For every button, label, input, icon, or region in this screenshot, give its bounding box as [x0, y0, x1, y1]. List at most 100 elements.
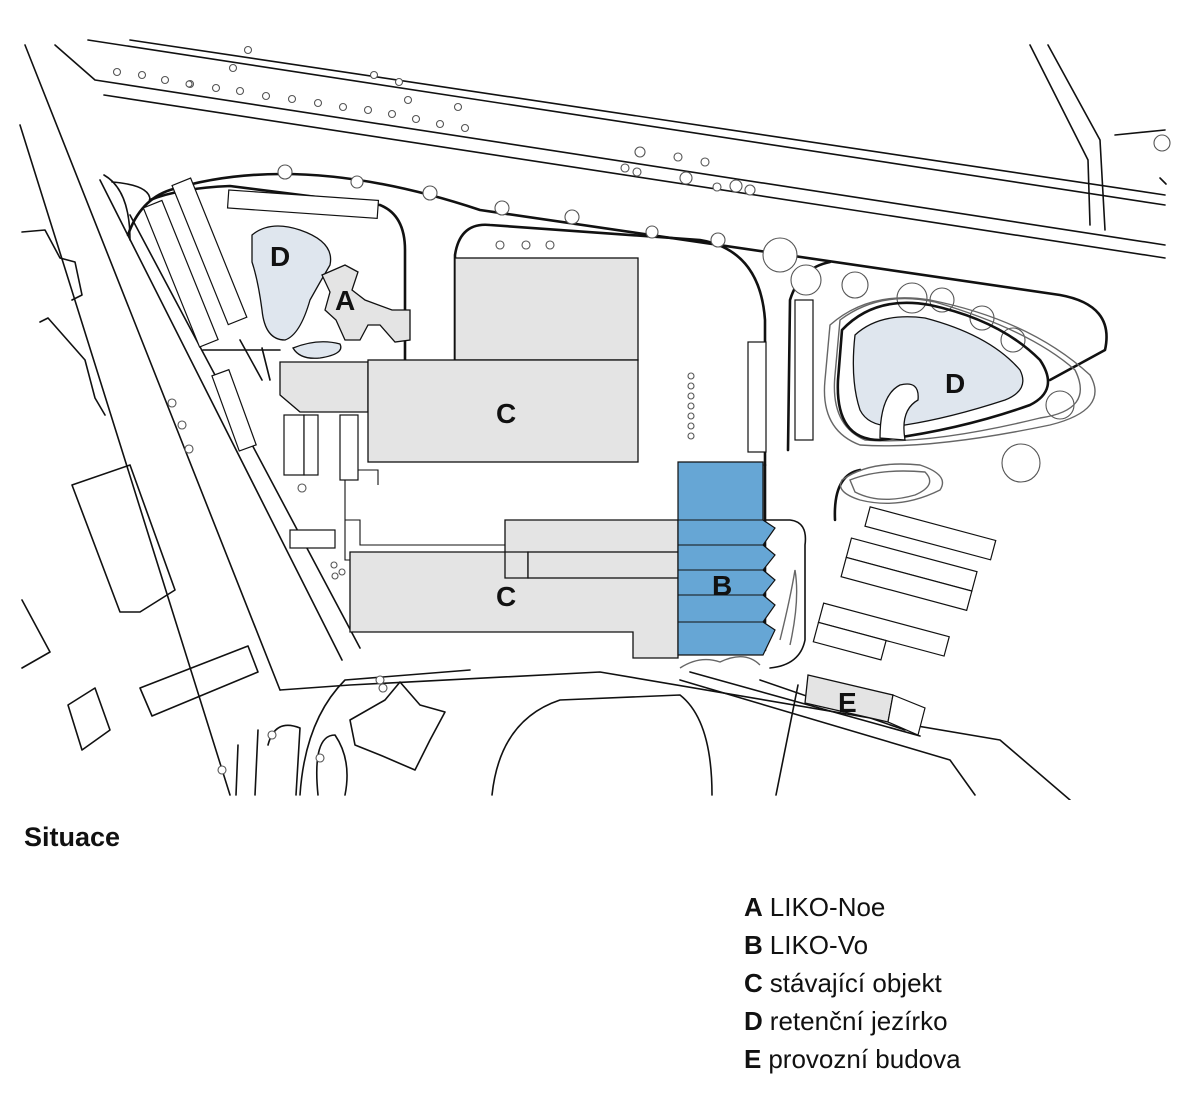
legend-key: E [744, 1044, 762, 1074]
tree-icon [687, 412, 695, 420]
tree-icon [235, 86, 245, 96]
tree-icon [330, 561, 338, 569]
tree-icon [687, 432, 695, 440]
map-label-c-upper: C [496, 398, 516, 429]
tree-icon [687, 382, 695, 390]
legend-key: B [744, 930, 763, 960]
legend-key: C [744, 968, 763, 998]
tree-icon [137, 70, 147, 80]
tree-icon [338, 102, 348, 112]
tree-icon [841, 271, 869, 299]
tree-icon [545, 240, 555, 250]
tree-icon [422, 185, 438, 201]
tree-icon [679, 171, 693, 185]
tree-icon [494, 200, 510, 216]
tree-icon [313, 98, 323, 108]
tree-icon [564, 209, 580, 225]
tree-icon [331, 572, 339, 580]
map-labels: D A C D B C E [270, 241, 965, 718]
tree-icon [453, 102, 463, 112]
tree-icon [277, 164, 293, 180]
map-label-d-left: D [270, 241, 290, 272]
tree-icon [287, 94, 297, 104]
tree-icon [620, 163, 630, 173]
legend-label: LIKO-Noe [769, 892, 886, 922]
tree-icon [243, 45, 253, 55]
tree-icon [394, 77, 404, 87]
tree-icon [375, 675, 385, 685]
tree-symbols [112, 45, 1171, 775]
legend-label: retenční jezírko [769, 1006, 948, 1036]
map-label-b: B [712, 570, 732, 601]
map-label-d-right: D [945, 368, 965, 399]
tree-icon [363, 105, 373, 115]
site-plan: D A C D B C E [19, 39, 1171, 800]
tree-icon [1153, 134, 1171, 152]
tree-icon [267, 730, 277, 740]
legend-label: stávající objekt [769, 968, 942, 998]
plan-title: Situace [24, 822, 121, 852]
building-b-highlight [677, 461, 798, 669]
tree-icon [435, 119, 445, 129]
tree-icon [1045, 390, 1075, 420]
tree-icon [645, 225, 659, 239]
site-roads [126, 172, 1108, 669]
existing-building-c [279, 257, 679, 659]
tree-icon [460, 123, 470, 133]
tree-icon [315, 753, 325, 763]
tree-icon [687, 372, 695, 380]
map-label-a: A [335, 285, 355, 316]
building-e [804, 674, 926, 736]
tree-icon [378, 683, 388, 693]
tree-icon [403, 95, 413, 105]
tree-icon [112, 67, 122, 77]
tree-icon [687, 422, 695, 430]
tree-icon [495, 240, 505, 250]
tree-icon [744, 184, 756, 196]
tree-icon [185, 80, 193, 88]
building-a [321, 264, 411, 343]
tree-icon [712, 182, 722, 192]
legend-key: A [744, 892, 763, 922]
legend-label: provozní budova [768, 1044, 961, 1074]
tree-icon [521, 240, 531, 250]
tree-icon [338, 568, 346, 576]
tree-icon [1001, 443, 1041, 483]
tree-icon [710, 232, 726, 248]
tree-icon [350, 175, 364, 189]
retention-pond-right [823, 297, 1096, 504]
tree-icon [700, 157, 710, 167]
tree-icon [369, 70, 379, 80]
tree-icon [217, 765, 227, 775]
legend-label: LIKO-Vo [769, 930, 869, 960]
tree-icon [160, 75, 170, 85]
tree-icon [687, 392, 695, 400]
parking-areas [142, 177, 997, 661]
tree-icon [729, 179, 743, 193]
legend-key: D [744, 1006, 763, 1036]
tree-icon [261, 91, 271, 101]
tree-icon [687, 402, 695, 410]
road-network [19, 39, 1167, 800]
map-label-c-lower: C [496, 581, 516, 612]
tree-icon [790, 264, 822, 296]
tree-icon [634, 146, 646, 158]
retention-pond-left [251, 225, 342, 359]
tree-icon [387, 109, 397, 119]
tree-icon [673, 152, 683, 162]
tree-icon [632, 167, 642, 177]
tree-icon [297, 483, 307, 493]
tree-icon [411, 114, 421, 124]
tree-icon [762, 237, 798, 273]
map-label-e: E [838, 687, 857, 718]
tree-icon [211, 83, 221, 93]
tree-icon [177, 420, 187, 430]
tree-icon [167, 398, 177, 408]
tree-icon [184, 444, 194, 454]
